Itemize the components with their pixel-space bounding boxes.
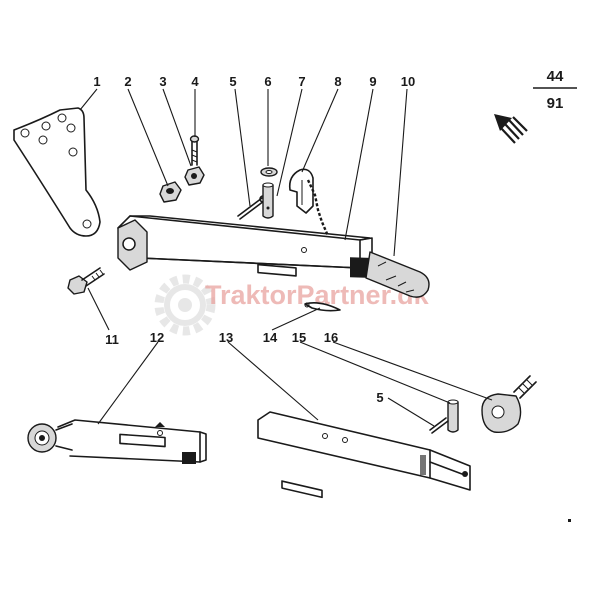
callout-7: 7 xyxy=(298,74,305,89)
bracket-plate xyxy=(13,107,101,237)
cotter-pin xyxy=(237,195,267,220)
nut xyxy=(159,181,182,203)
washer xyxy=(260,167,278,177)
callout-13: 13 xyxy=(219,330,233,345)
outer-tube-assembly xyxy=(117,215,373,278)
leader-lines xyxy=(79,88,493,427)
callout-9: 9 xyxy=(369,74,376,89)
lower-link-ball-end xyxy=(27,419,207,464)
callout-5-lower: 5 xyxy=(376,390,383,405)
callout-4: 4 xyxy=(191,74,199,89)
callout-2: 2 xyxy=(124,74,131,89)
pin xyxy=(262,182,274,219)
callout-11: 11 xyxy=(105,332,119,347)
callout-12: 12 xyxy=(150,330,164,345)
callout-3: 3 xyxy=(159,74,166,89)
small-bolt xyxy=(189,135,200,166)
callout-14: 14 xyxy=(263,330,278,345)
callout-15: 15 xyxy=(292,330,306,345)
ball-joint-eye xyxy=(481,375,537,434)
watermark-gear-icon xyxy=(154,274,216,336)
page-ref-top: 44 xyxy=(547,68,564,85)
pin-lower xyxy=(447,399,459,433)
callout-6: 6 xyxy=(264,74,271,89)
direction-arrow-icon xyxy=(494,114,528,144)
lock-nut xyxy=(184,166,205,186)
callout-5: 5 xyxy=(229,74,236,89)
callout-8: 8 xyxy=(334,74,341,89)
page-ref-bottom: 91 xyxy=(547,95,564,112)
callout-16: 16 xyxy=(324,330,338,345)
hex-bolt xyxy=(67,267,105,295)
handle-grip xyxy=(365,251,430,298)
callout-1: 1 xyxy=(93,74,100,89)
lower-link-fork-end xyxy=(257,411,471,499)
callout-10: 10 xyxy=(401,74,415,89)
cotter-pin-lower xyxy=(429,417,449,434)
marker-dot xyxy=(568,519,571,522)
pin-with-chain xyxy=(288,168,330,237)
